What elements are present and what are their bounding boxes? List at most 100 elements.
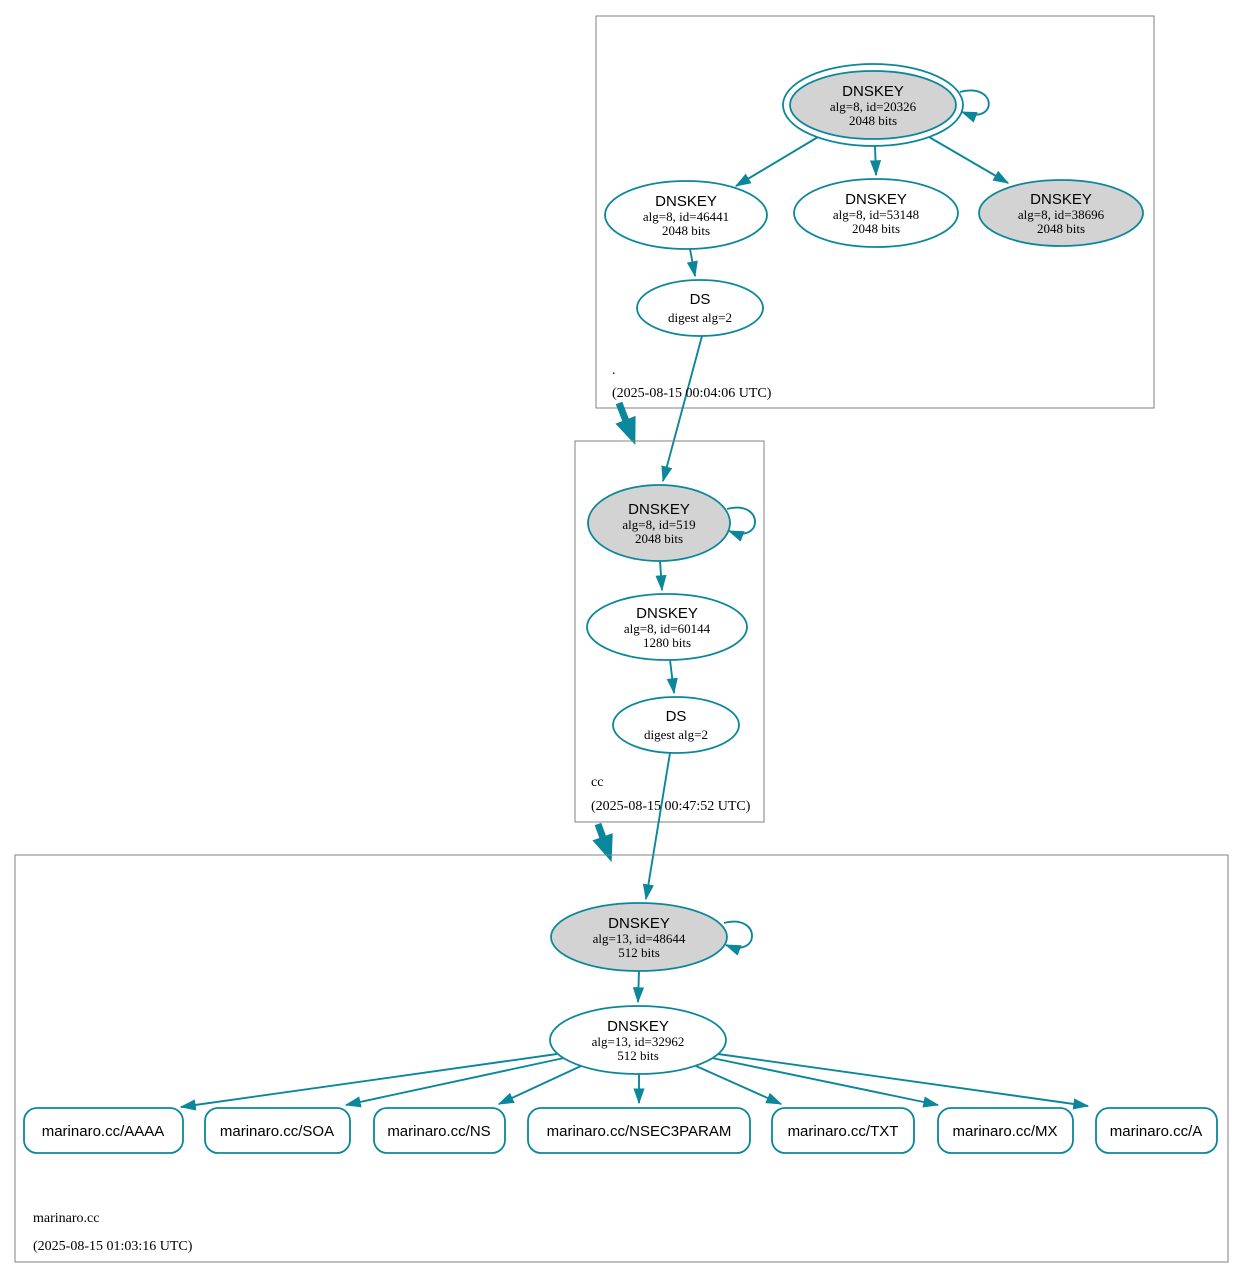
rrset-ns-box xyxy=(373,1107,506,1154)
dnskey-48644-detail: alg=13, id=48644 xyxy=(593,931,686,946)
dnskey-53148-bits: 2048 bits xyxy=(852,221,900,236)
ds-cc-detail: digest alg=2 xyxy=(644,727,708,742)
edge-ksk20326-to-dnskey46441 xyxy=(734,136,819,187)
dnskey-32962-ellipse xyxy=(549,1005,727,1075)
edge-dnskey32962-to-mx xyxy=(711,1057,940,1108)
rrset-node-marinaro-cc-aaaa[interactable]: marinaro.cc/AAAA xyxy=(23,1107,184,1154)
edge-ksk48644-to-dnskey32962 xyxy=(632,970,645,1004)
dnskey-53148-detail: alg=8, id=53148 xyxy=(833,207,919,222)
dnskey-node-20326[interactable]: DNSKEY alg=8, id=20326 2048 bits xyxy=(782,63,964,147)
rrset-node-marinaro-cc-soa[interactable]: marinaro.cc/SOA xyxy=(204,1107,351,1154)
dnskey-20326-detail: alg=8, id=20326 xyxy=(830,99,917,114)
rrset-a-box xyxy=(1095,1107,1218,1154)
zone-root-name: . xyxy=(612,363,616,378)
ds-cc-title: DS xyxy=(666,708,687,725)
rrset-aaaa-label: marinaro.cc/AAAA xyxy=(42,1123,165,1140)
dnskey-519-detail: alg=8, id=519 xyxy=(622,517,695,532)
dnskey-20326-title: DNSKEY xyxy=(842,83,904,100)
dnskey-48644-ellipse xyxy=(550,902,728,972)
dnskey-46441-title: DNSKEY xyxy=(655,193,717,210)
edge-dnskey32962-to-soa xyxy=(344,1057,565,1108)
dnskey-20326-inner-ellipse xyxy=(789,70,957,140)
rrset-soa-box xyxy=(204,1107,351,1154)
dnskey-node-53148[interactable]: DNSKEY alg=8, id=53148 2048 bits xyxy=(793,178,959,248)
rrset-nsec3param-box xyxy=(527,1107,751,1154)
dnskey-519-ellipse xyxy=(587,484,731,562)
zone-marinaro-cc-name: marinaro.cc xyxy=(33,1211,99,1226)
zone-root-border xyxy=(595,15,1155,409)
edge-dnskey32962-to-ns xyxy=(497,1065,582,1105)
dnskey-38696-ellipse xyxy=(978,179,1144,247)
delegation-arrow-cc-to-marinaro-icon xyxy=(592,822,613,863)
ds-node-cc[interactable]: DS digest alg=2 xyxy=(612,696,740,754)
dnskey-53148-title: DNSKEY xyxy=(845,191,907,208)
dnskey-60144-title: DNSKEY xyxy=(636,605,698,622)
dnskey-node-38696[interactable]: DNSKEY alg=8, id=38696 2048 bits xyxy=(978,179,1144,247)
zone-root: DNSKEY alg=8, id=20326 2048 bits DNSKEY … xyxy=(595,15,1155,483)
rrset-txt-label: marinaro.cc/TXT xyxy=(788,1123,899,1140)
dnskey-519-title: DNSKEY xyxy=(628,501,690,518)
edge-ksk20326-to-dnskey53148 xyxy=(869,145,882,177)
edge-ksk48644-selfsign-icon xyxy=(723,920,753,956)
rrset-soa-label: marinaro.cc/SOA xyxy=(220,1123,334,1140)
rrset-aaaa-box xyxy=(23,1107,184,1154)
rrset-nsec3param-label: marinaro.cc/NSEC3PARAM xyxy=(547,1123,732,1140)
dnskey-53148-ellipse xyxy=(793,178,959,248)
edge-root-ds-to-cc-ksk519 xyxy=(661,335,703,483)
dnskey-46441-bits: 2048 bits xyxy=(662,223,710,238)
ds-cc-ellipse xyxy=(612,696,740,754)
edge-ksk519-selfsign-icon xyxy=(726,506,756,542)
dnskey-node-32962[interactable]: DNSKEY alg=13, id=32962 512 bits xyxy=(549,1005,727,1075)
dnskey-32962-bits: 512 bits xyxy=(617,1048,659,1063)
dnskey-60144-ellipse xyxy=(586,593,748,661)
zone-cc: DNSKEY alg=8, id=519 2048 bits DNSKEY al… xyxy=(574,440,765,901)
rrset-a-label: marinaro.cc/A xyxy=(1110,1123,1203,1140)
delegation-arrow-root-to-cc-icon xyxy=(615,401,636,445)
edge-ksk20326-selfsign-icon xyxy=(959,89,990,123)
dnskey-48644-bits: 512 bits xyxy=(618,945,660,960)
zone-root-timestamp: (2025-08-15 00:04:06 UTC) xyxy=(612,386,772,401)
rrset-node-marinaro-cc-mx[interactable]: marinaro.cc/MX xyxy=(937,1107,1074,1154)
ds-root-detail: digest alg=2 xyxy=(668,310,732,325)
dnskey-32962-detail: alg=13, id=32962 xyxy=(592,1034,685,1049)
rrset-ns-label: marinaro.cc/NS xyxy=(387,1123,490,1140)
rrset-txt-box xyxy=(771,1107,915,1154)
edge-dnskey32962-to-a xyxy=(717,1053,1090,1110)
edge-dnskey32962-to-txt xyxy=(695,1065,783,1105)
dnskey-60144-detail: alg=8, id=60144 xyxy=(624,621,711,636)
dnskey-48644-title: DNSKEY xyxy=(608,915,670,932)
edge-dnskey60144-to-ds xyxy=(666,659,678,695)
zone-cc-timestamp: (2025-08-15 00:47:52 UTC) xyxy=(591,799,751,814)
ds-root-title: DS xyxy=(690,291,711,308)
dnskey-node-46441[interactable]: DNSKEY alg=8, id=46441 2048 bits xyxy=(604,180,768,250)
dnskey-60144-bits: 1280 bits xyxy=(643,635,691,650)
dnskey-node-519[interactable]: DNSKEY alg=8, id=519 2048 bits xyxy=(587,484,731,562)
zone-marinaro-cc: DNSKEY alg=13, id=48644 512 bits DNSKEY … xyxy=(14,854,1229,1263)
ds-node-root[interactable]: DS digest alg=2 xyxy=(636,279,764,337)
rrset-mx-label: marinaro.cc/MX xyxy=(952,1123,1057,1140)
rrset-node-marinaro-cc-ns[interactable]: marinaro.cc/NS xyxy=(373,1107,506,1154)
dnskey-node-60144[interactable]: DNSKEY alg=8, id=60144 1280 bits xyxy=(586,593,748,661)
rrset-mx-box xyxy=(937,1107,1074,1154)
rrset-node-marinaro-cc-a[interactable]: marinaro.cc/A xyxy=(1095,1107,1218,1154)
dnskey-519-bits: 2048 bits xyxy=(635,531,683,546)
edge-dnskey32962-to-aaaa xyxy=(179,1053,558,1111)
edge-cc-ds-to-marinaro-ksk48644 xyxy=(642,752,671,901)
rrset-node-marinaro-cc-txt[interactable]: marinaro.cc/TXT xyxy=(771,1107,915,1154)
ds-root-ellipse xyxy=(636,279,764,337)
edge-dnskey46441-to-ds xyxy=(686,248,698,278)
edge-ksk519-to-dnskey60144 xyxy=(655,560,667,592)
dnskey-38696-detail: alg=8, id=38696 xyxy=(1018,207,1105,222)
dnskey-32962-title: DNSKEY xyxy=(607,1018,669,1035)
rrset-node-marinaro-cc-nsec3param[interactable]: marinaro.cc/NSEC3PARAM xyxy=(527,1107,751,1154)
zone-marinaro-cc-timestamp: (2025-08-15 01:03:16 UTC) xyxy=(33,1239,193,1254)
dnskey-46441-detail: alg=8, id=46441 xyxy=(643,209,729,224)
edge-ksk20326-to-ksk38696 xyxy=(928,136,1010,184)
dnskey-node-48644[interactable]: DNSKEY alg=13, id=48644 512 bits xyxy=(550,902,728,972)
zone-cc-name: cc xyxy=(591,775,603,790)
dnskey-38696-bits: 2048 bits xyxy=(1037,221,1085,236)
dnskey-20326-bits: 2048 bits xyxy=(849,113,897,128)
zone-cc-border xyxy=(574,440,765,823)
